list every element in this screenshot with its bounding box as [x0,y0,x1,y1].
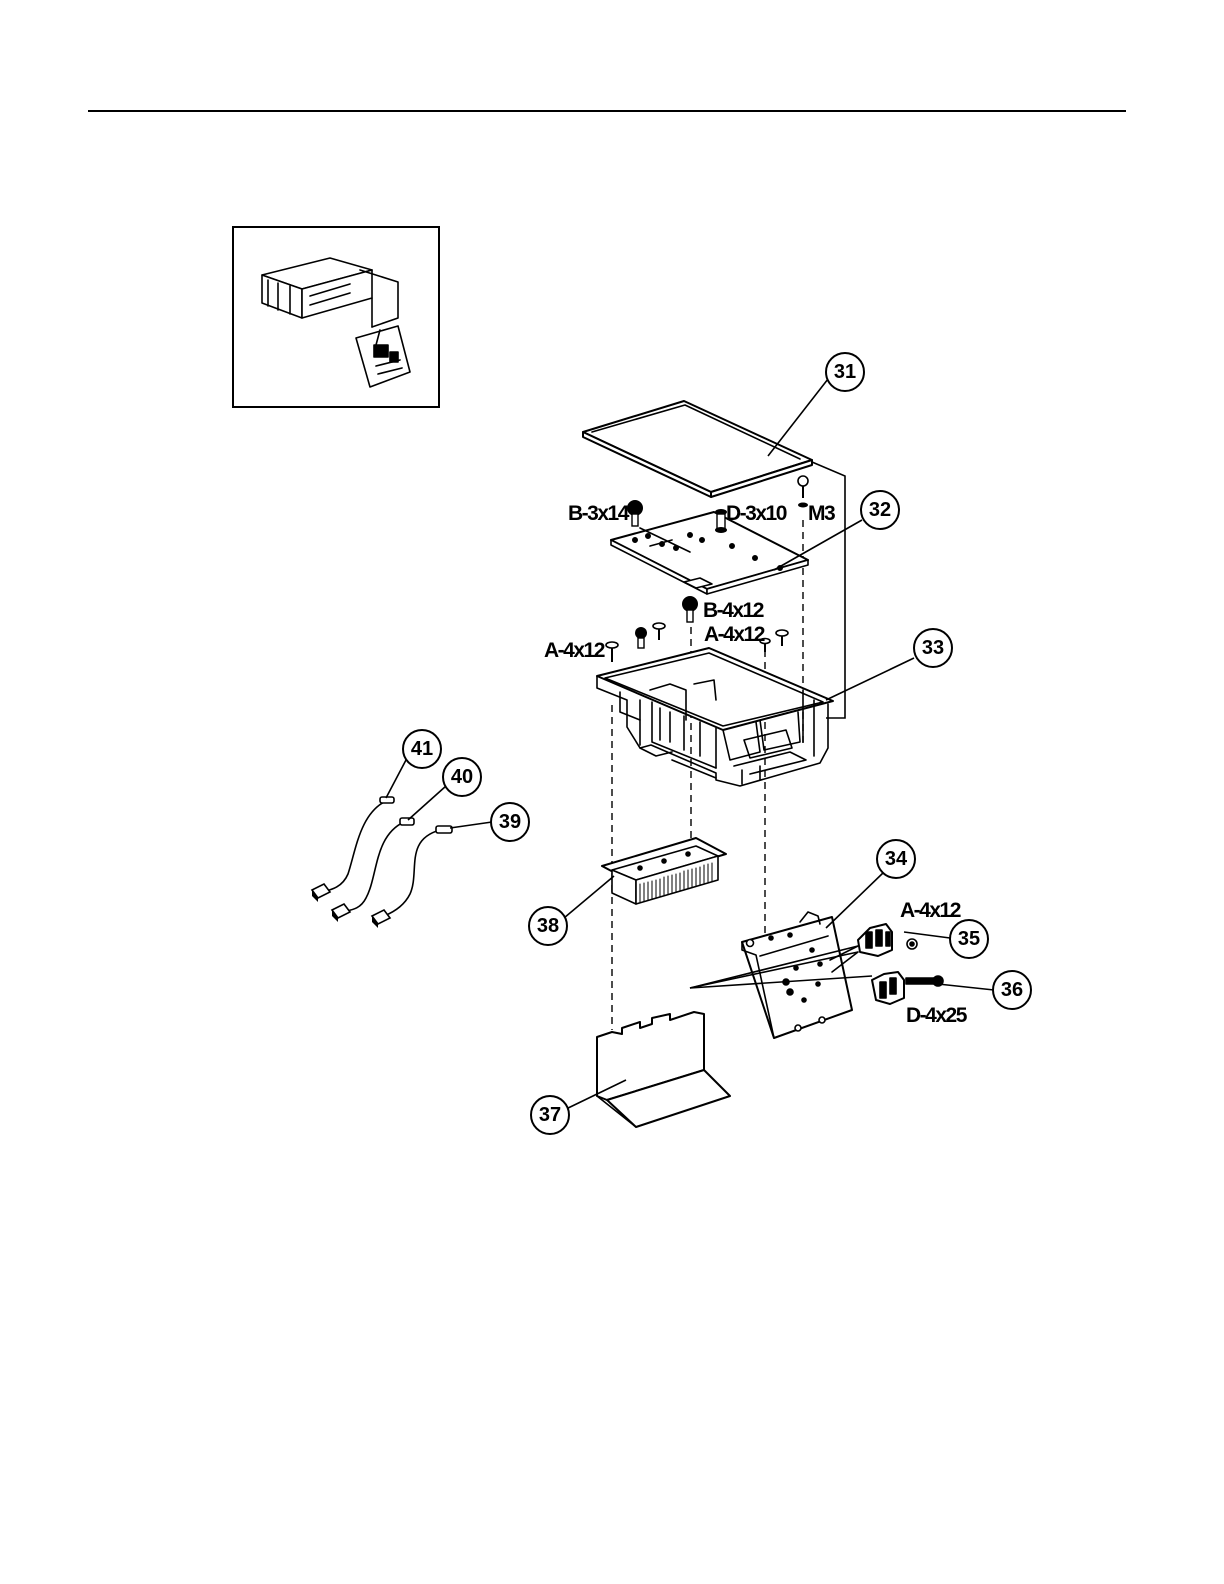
callout-37: 37 [531,1096,569,1134]
callout-41-label: 41 [411,738,433,760]
label-a4x12-bracket: A-4x12 [900,899,961,922]
callout-40-label: 40 [451,766,473,788]
part-40-wire [332,818,414,922]
callout-34: 34 [877,840,915,878]
callout-leaders [386,379,994,1110]
callout-35: 35 [950,920,988,958]
part-37-bottom-plate [597,1012,730,1127]
callout-34-label: 34 [885,848,908,870]
screw-m3-icon [798,476,808,508]
label-a4x12-right: A-4x12 [704,623,765,646]
label-m3: M3 [808,502,835,525]
label-d3x10: D-3x10 [726,502,787,525]
callout-31-label: 31 [834,361,856,383]
callout-35-label: 35 [958,928,980,950]
callout-40: 40 [443,758,481,796]
label-a4x12-left: A-4x12 [544,639,605,662]
part-36-terminal-block [872,972,943,1004]
screw-a4x12-left-icon [606,642,618,662]
callout-41: 41 [403,730,441,768]
screw-b3x14-icon [627,500,643,526]
part-31-top-cover [583,401,812,497]
callout-31: 31 [826,353,864,391]
callout-32-label: 32 [869,499,891,521]
part-34-terminal-plate [742,912,852,1038]
callout-36-label: 36 [1001,979,1023,1001]
callout-33: 33 [914,629,952,667]
label-b4x12: B-4x12 [703,599,764,622]
callout-32: 32 [861,491,899,529]
callout-38-label: 38 [537,915,559,937]
screw-a4x12-right-icon [760,630,788,652]
callout-36: 36 [993,971,1031,1009]
callout-37-label: 37 [539,1104,561,1126]
screw-b4x12-icon [682,596,698,622]
label-d4x25: D-4x25 [906,1004,968,1027]
part-38-transformer [602,838,726,904]
label-b3x14: B-3x14 [568,502,630,525]
part-33-housing [597,648,833,786]
assembly-thumbnail [233,227,439,407]
callout-38: 38 [529,907,567,945]
part-41-wire [312,797,394,902]
callout-33-label: 33 [922,637,944,659]
callout-39: 39 [491,803,529,841]
screw-pair-icon [635,623,665,648]
callout-39-label: 39 [499,811,521,833]
